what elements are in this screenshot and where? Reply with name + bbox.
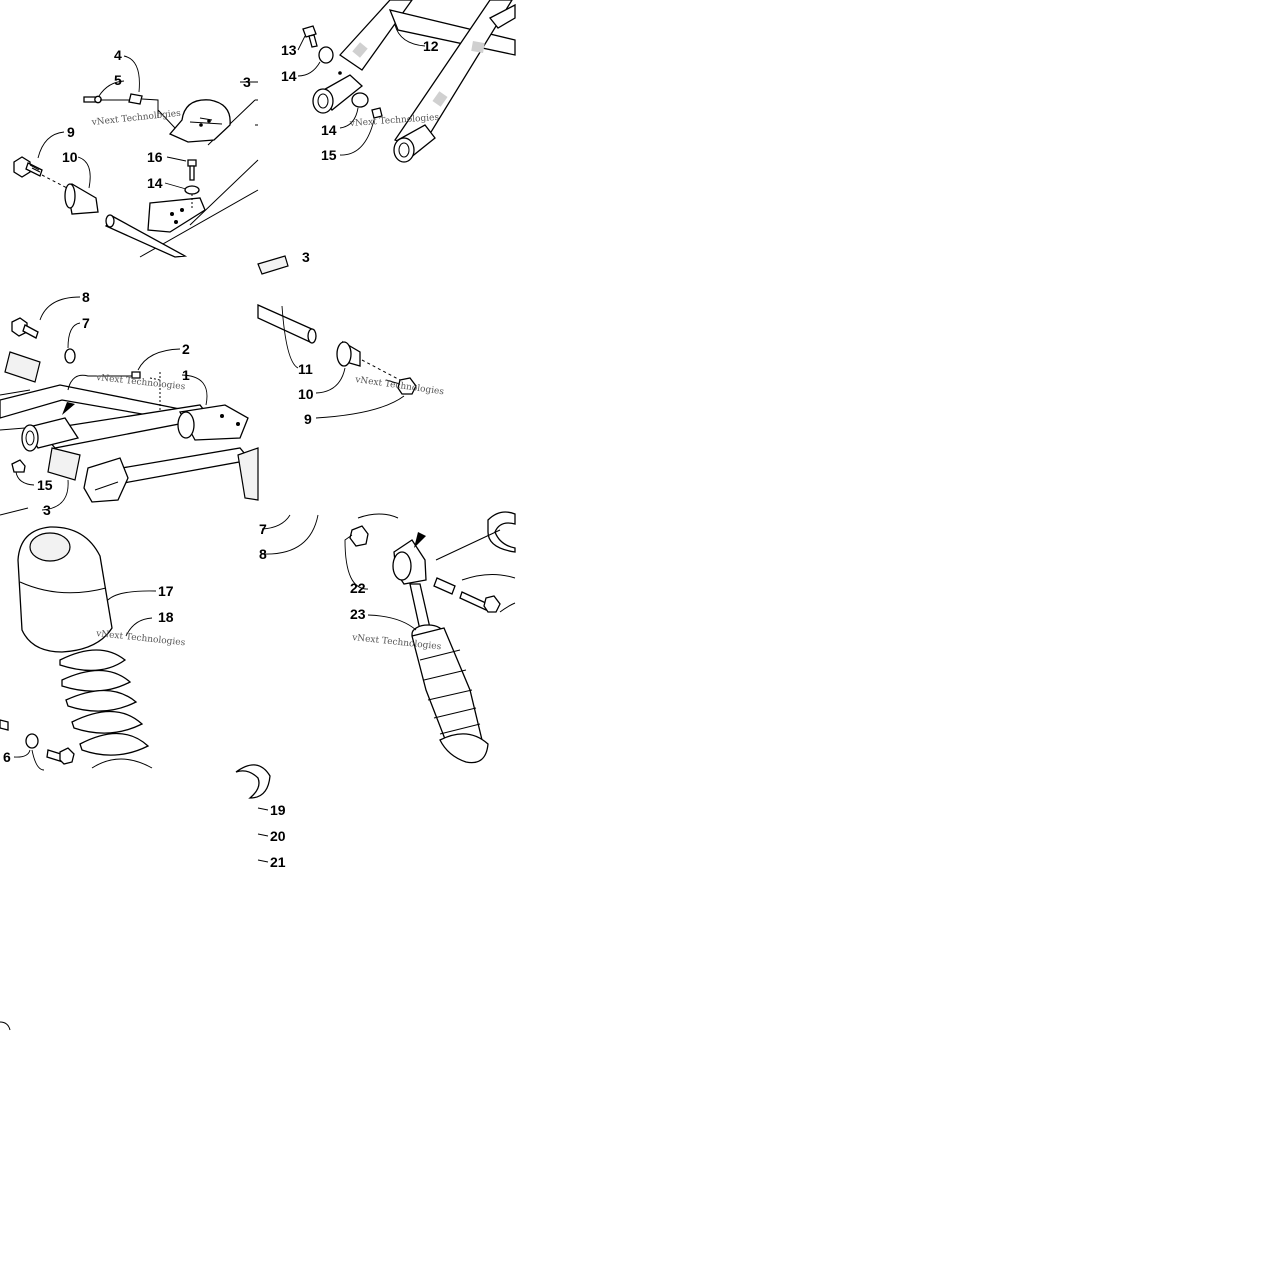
tile-bottom-strip: 19 20 21: [0, 764, 286, 1031]
end-loop-left: [312, 74, 363, 114]
callout-14-a: 14: [281, 68, 297, 84]
callout-17: 17: [158, 583, 174, 599]
tile-bottom-left: vNext Technologies 17 18 6: [0, 507, 186, 771]
callout-8: 8: [82, 289, 90, 305]
callout-14: 14: [147, 175, 163, 191]
bolt-16: [187, 159, 197, 181]
shock-eyelet-top: [392, 539, 427, 585]
pivot-right: [177, 404, 249, 441]
washer-14: [184, 185, 200, 195]
bushing-10: [336, 340, 361, 367]
callout-3-partial: 3: [302, 249, 310, 265]
bolt-13: [302, 25, 318, 48]
shock-body-23: [411, 624, 489, 764]
housing-part: [168, 99, 231, 143]
nut-15: [371, 107, 383, 119]
direction-arrow: [62, 402, 75, 415]
nut-15: [11, 459, 26, 473]
tube-11: [257, 303, 315, 343]
washer-4: [128, 93, 143, 105]
direction-arrow: [414, 532, 426, 548]
callout-23: 23: [350, 606, 366, 622]
washer-14-lower: [351, 92, 369, 108]
spring-18: [59, 649, 153, 769]
bushing-10: [64, 183, 99, 215]
callout-8: 8: [259, 546, 267, 562]
callout-7: 7: [259, 521, 267, 537]
bolt-8: [11, 317, 39, 339]
callout-22: 22: [350, 580, 366, 596]
callout-12: 12: [423, 38, 439, 54]
callout-7: 7: [82, 315, 90, 331]
callout-3: 3: [243, 74, 251, 90]
callout-4: 4: [114, 47, 122, 63]
callout-14-b: 14: [321, 122, 337, 138]
nut-22: [349, 525, 369, 547]
tile-bottom-right: vNext Technologies 7 8 22 23: [259, 511, 516, 764]
pivot-left: [21, 417, 80, 452]
callout-3: 3: [43, 502, 51, 518]
bolt-6: [46, 747, 75, 765]
callout-9: 9: [304, 411, 312, 427]
callout-21: 21: [270, 854, 286, 870]
ring-19: [235, 764, 271, 799]
callout-6: 6: [3, 749, 11, 765]
callout-11: 11: [298, 361, 313, 377]
watermark: vNext Technologies: [90, 109, 181, 128]
tile-middle-left: vNext Technologies 8 7 2 1 15 3: [0, 289, 259, 518]
callout-15: 15: [321, 147, 337, 163]
callout-20: 20: [270, 828, 286, 844]
clip-2: [67, 374, 140, 391]
washer-14: [318, 46, 334, 64]
tile-top-right: vNext Technologies 13 12 14 14 15: [281, 0, 516, 163]
callout-10: 10: [62, 149, 78, 165]
callout-19: 19: [270, 802, 286, 818]
bolt-9: [13, 156, 43, 178]
frame-rail-12: [339, 0, 413, 71]
callout-2: 2: [182, 341, 190, 357]
callout-16: 16: [147, 149, 163, 165]
callout-13: 13: [281, 42, 297, 58]
washer-6: [25, 733, 39, 749]
watermark: vNext Technologies: [95, 629, 186, 648]
callout-18: 18: [158, 609, 174, 625]
mount-plate: [147, 197, 206, 233]
washer-7: [64, 348, 76, 364]
watermark: vNext Technologies: [354, 375, 445, 398]
callout-5: 5: [114, 72, 122, 88]
callout-10: 10: [298, 386, 314, 402]
spacer: [433, 577, 456, 595]
bolt-shock: [459, 591, 501, 613]
callout-9: 9: [67, 124, 75, 140]
boot-17: [17, 526, 113, 653]
tile-top-left: vNext Technologies 4 5 3 9 10 16 14: [13, 47, 259, 258]
bolt-9: [385, 377, 417, 395]
end-loop-right: [393, 124, 436, 163]
callout-1: 1: [182, 367, 190, 383]
tile-middle-right: 3 vNext Technologies 11 10 9: [257, 249, 445, 427]
callout-15: 15: [37, 477, 53, 493]
